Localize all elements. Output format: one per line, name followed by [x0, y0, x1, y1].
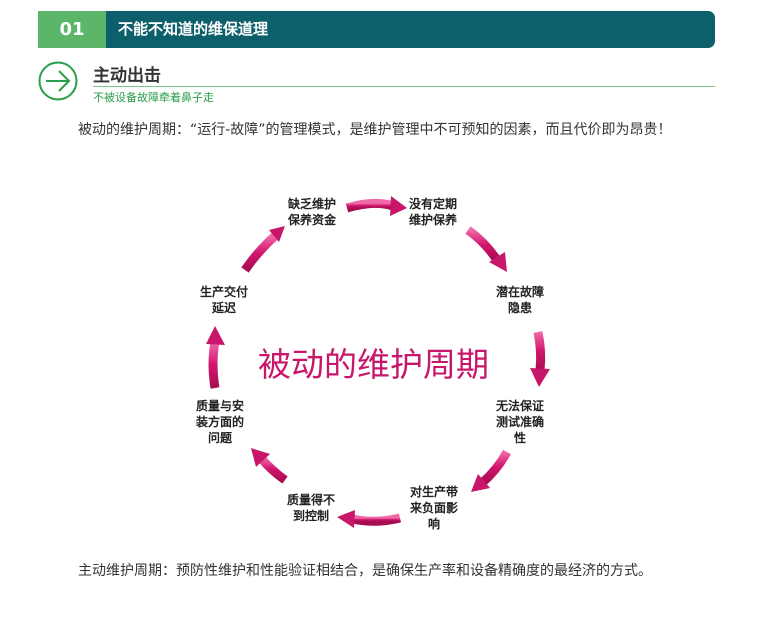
section-number: 01 [38, 11, 106, 48]
cycle-node: 生产交付 延迟 [200, 285, 249, 315]
cycle-node: 质量与安 装方面的 问题 [196, 399, 245, 445]
cycle-arrow [251, 448, 288, 484]
arrow-circle-icon [38, 61, 78, 101]
cycle-node: 缺乏维护 保养资金 [288, 197, 337, 227]
section-title: 主动出击 [93, 66, 161, 86]
cycle-arrow [465, 226, 507, 272]
cycle-arrow [345, 196, 407, 216]
cycle-node: 潜在故障 隐患 [496, 285, 545, 315]
cycle-arrow [241, 226, 285, 273]
cycle-arrow [206, 326, 225, 389]
section-divider [93, 86, 715, 87]
cycle-arrow [337, 510, 402, 528]
cycle-node: 对生产带 来负面影 响 [410, 485, 459, 531]
paragraph-proactive: 主动维护周期：预防性维护和性能验证相结合，是确保生产率和设备精确度的最经济的方式… [78, 563, 652, 579]
cycle-arrow [471, 449, 511, 492]
cycle-node: 没有定期 维护保养 [409, 197, 458, 227]
section-header-title: 不能不知道的维保道理 [118, 20, 269, 38]
cycle-center-title: 被动的维护周期 [258, 345, 489, 384]
section-subtitle: 不被设备故障牵着鼻子走 [93, 91, 214, 104]
section-header: 01 不能不知道的维保道理 [38, 11, 715, 48]
cycle-arrow [530, 331, 550, 387]
cycle-arrows [206, 196, 550, 528]
paragraph-reactive: 被动的维护周期：“运行-故障”的管理模式，是维护管理中不可预知的因素，而且代价即… [78, 122, 672, 138]
cycle-node: 质量得不 到控制 [287, 493, 336, 523]
cycle-node: 无法保证 测试准确 性 [496, 399, 545, 445]
